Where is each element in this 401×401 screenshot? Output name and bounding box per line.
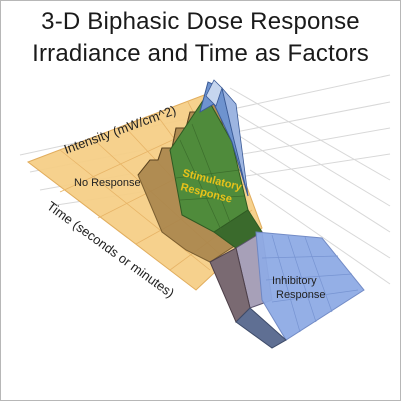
inhibitory-label-line-1: Inhibitory: [272, 275, 317, 287]
no-response-label: No Response: [74, 177, 141, 189]
inhibitory-label-line-2: Response: [276, 289, 326, 301]
inhibitory-base-edge: [235, 307, 287, 349]
title-line-1: 3-D Biphasic Dose Response: [41, 8, 360, 35]
stimulatory-grid: [175, 123, 245, 233]
title-line-2: Irradiance and Time as Factors: [32, 40, 369, 67]
peak-side: [221, 87, 249, 197]
inhibitory-plane: [255, 231, 365, 341]
inhibitory-grid: [261, 234, 359, 333]
